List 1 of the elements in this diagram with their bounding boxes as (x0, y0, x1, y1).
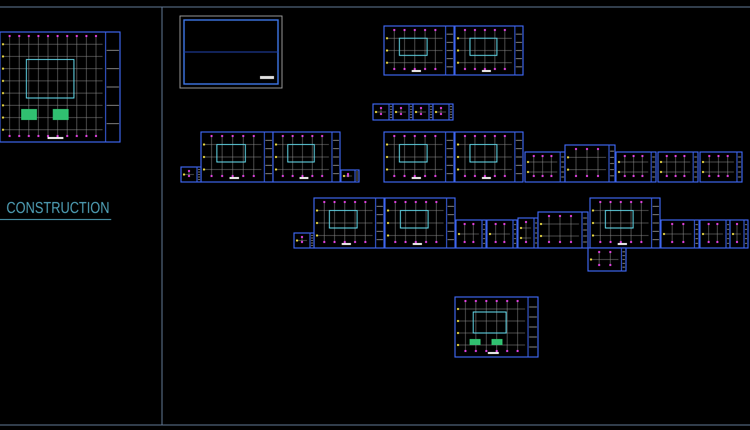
section-title: CONSTRUCTION (0, 200, 112, 220)
